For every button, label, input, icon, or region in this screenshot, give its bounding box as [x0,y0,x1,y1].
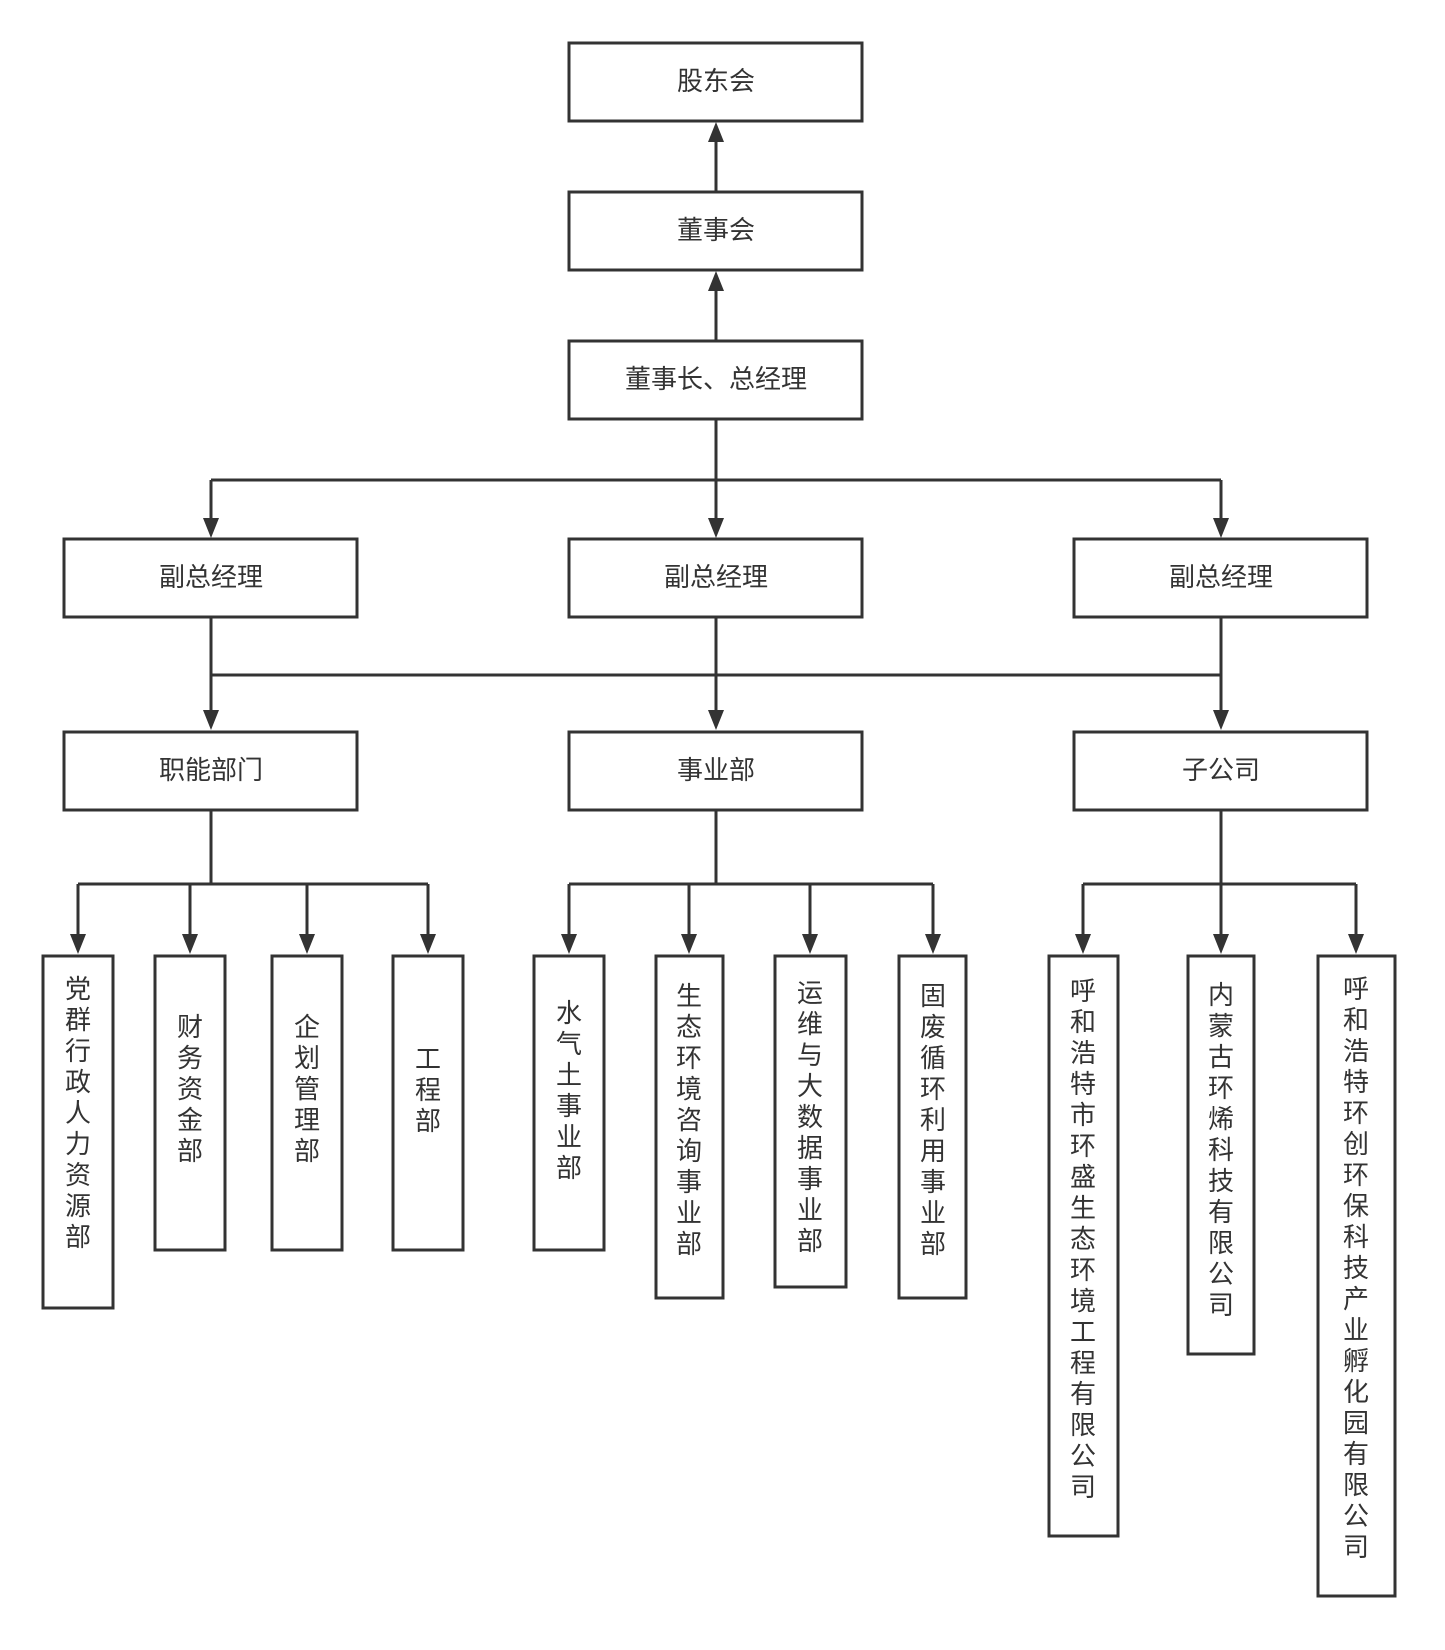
node-label: 副总经理 [159,563,263,593]
arrowhead-down-icon [203,518,219,538]
node-label: 董事长、总经理 [625,365,807,395]
arrowhead-down-icon [1075,934,1091,954]
node-label: 运维与大数据事业部 [797,979,823,1257]
node-water-air-soil: 水气土事业部 [532,954,606,1252]
node-label: 副总经理 [1169,563,1273,593]
arrowhead-down-icon [925,934,941,954]
arrowhead-down-icon [182,934,198,954]
node-label: 固废循环利用事业部 [920,982,946,1260]
node-label: 股东会 [677,67,755,97]
arrowhead-down-icon [802,934,818,954]
edge-vgms-to-departments [209,618,1223,712]
node-label: 呼和浩特环创环保科技产业孵化园有限公司 [1343,975,1369,1563]
arrowhead-down-icon [708,518,724,538]
node-solid-waste: 固废循环利用事业部 [897,954,968,1300]
edge-functional-to-children [76,811,430,936]
node-board: 董事会 [567,190,864,272]
node-ops-bigdata: 运维与大数据事业部 [773,954,848,1289]
node-label: 子公司 [1182,756,1260,786]
arrowhead-down-icon [1213,518,1229,538]
node-label: 副总经理 [664,563,768,593]
node-vice-gm-1: 副总经理 [62,537,359,619]
node-planning: 企划管理部 [270,954,344,1252]
arrowhead-down-icon [299,934,315,954]
arrowhead-down-icon [420,934,436,954]
arrowhead-down-icon [561,934,577,954]
node-subsidiary-2: 内蒙古环烯科技有限公司 [1186,954,1256,1356]
node-party-hr: 党群行政人力资源部 [41,954,115,1310]
node-label: 职能部门 [159,756,263,786]
node-label: 董事会 [677,216,755,246]
edge-business-to-children [567,811,935,936]
node-label: 事业部 [677,756,755,786]
node-label: 工程部 [415,1045,441,1137]
node-shareholders: 股东会 [567,41,864,123]
node-subsidiary-1: 呼和浩特市环盛生态环境工程有限公司 [1047,954,1120,1538]
arrowhead-down-icon [1213,710,1229,730]
edge-subsidiaries-to-children [1081,811,1358,936]
node-label: 党群行政人力资源部 [65,975,91,1253]
node-business-division: 事业部 [567,730,864,812]
arrowhead-down-icon [203,710,219,730]
node-chairman-gm: 董事长、总经理 [567,339,864,421]
connectors [70,122,1364,954]
arrowhead-down-icon [708,710,724,730]
node-label: 水气土事业部 [556,999,582,1184]
arrowhead-down-icon [1213,934,1229,954]
node-label: 企划管理部 [294,1013,320,1167]
node-functional-departments: 职能部门 [62,730,359,812]
node-label: 生态环境咨询事业部 [676,982,702,1260]
arrowhead-up-icon [708,271,724,291]
node-finance: 财务资金部 [153,954,227,1252]
node-subsidiary-3: 呼和浩特环创环保科技产业孵化园有限公司 [1316,954,1397,1598]
node-eco-consulting: 生态环境咨询事业部 [654,954,725,1300]
arrowhead-down-icon [1348,934,1364,954]
node-vice-gm-3: 副总经理 [1072,537,1369,619]
node-label: 财务资金部 [177,1013,203,1167]
arrowhead-down-icon [681,934,697,954]
node-vice-gm-2: 副总经理 [567,537,864,619]
arrowhead-down-icon [70,934,86,954]
node-engineering: 工程部 [391,954,465,1252]
node-subsidiaries: 子公司 [1072,730,1369,812]
node-label: 内蒙古环烯科技有限公司 [1208,981,1234,1321]
arrowhead-up-icon [708,122,724,142]
edge-chairman-to-vgms [209,420,1223,520]
node-label: 呼和浩特市环盛生态环境工程有限公司 [1070,977,1096,1503]
